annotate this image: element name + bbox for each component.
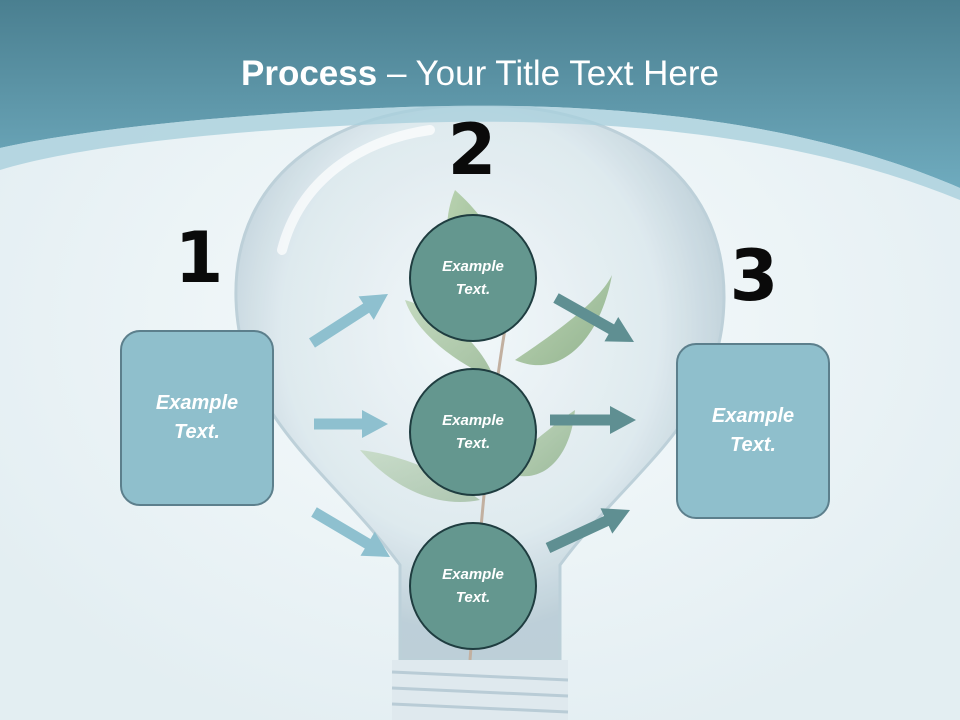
circle-top-text-line1: Example [442,258,504,275]
step-3-text-line1: Example [711,405,795,427]
arrow-box1-to-circle-middle [314,410,388,438]
step-number-1: 1 [174,217,224,299]
arrow-box1-to-circle-bottom [311,507,391,558]
arrow-circle-bottom-to-box3 [545,508,631,553]
circle-bottom-text-line1: Example [442,566,504,583]
circle-top-text-line2: Text. [455,281,491,298]
step-1-box[interactable]: Example Text. [120,330,274,506]
circle-middle-text-line2: Text. [455,435,491,452]
step-2-circle-top[interactable]: Example Text. [409,214,537,342]
slide-title: Process – Your Title Text Here [0,52,960,96]
step-1-text-line2: Text. [174,421,220,443]
title-rest: – Your Title Text Here [377,54,719,93]
arrow-box1-to-circle-top [309,293,388,348]
arrow-circle-top-to-box3 [553,293,634,342]
circle-middle-text-line1: Example [442,412,504,429]
step-number-3: 3 [729,235,779,317]
step-3-box[interactable]: Example Text. [676,343,830,519]
step-2-circle-bottom[interactable]: Example Text. [409,522,537,650]
header-band [0,0,960,188]
title-bold: Process [241,54,378,93]
step-3-text-line2: Text. [730,434,776,456]
step-1-text-line1: Example [155,392,239,414]
flow-arrows [309,293,636,558]
arrow-circle-middle-to-box3 [550,406,636,434]
step-number-2: 2 [447,109,497,191]
step-2-circle-middle[interactable]: Example Text. [409,368,537,496]
header-wave [0,105,960,200]
circle-bottom-text-line2: Text. [455,589,491,606]
